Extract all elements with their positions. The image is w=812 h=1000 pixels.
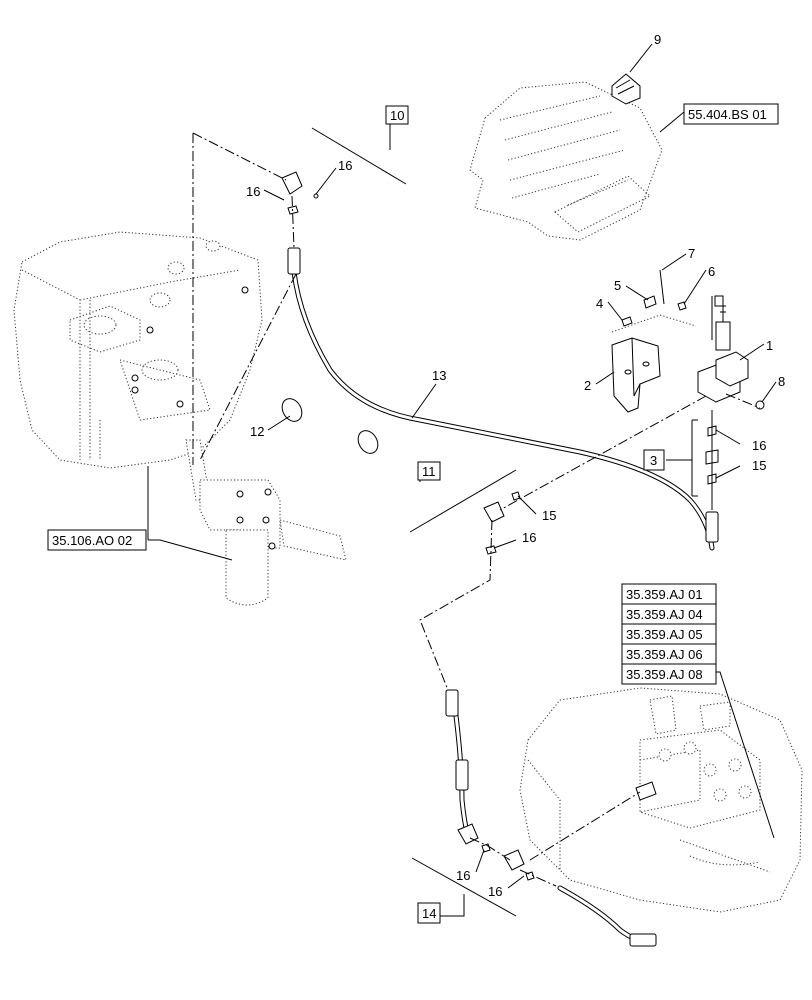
ref-35359-label-3: 35.359.AJ 06 [626, 647, 703, 662]
ref-35359-label-2: 35.359.AJ 05 [626, 627, 703, 642]
callout-12: 12 [250, 424, 264, 439]
callout-2: 2 [584, 378, 591, 393]
callout-6: 6 [708, 264, 715, 279]
callout-box-3 [643, 449, 665, 471]
parts-4-5-6-7-8-hardware [611, 269, 765, 410]
part-9-switch [611, 43, 653, 105]
ref-box-35106 [47, 529, 147, 551]
callout-16c: 16 [752, 438, 766, 453]
callout-4: 4 [596, 296, 603, 311]
callout-box-14 [417, 902, 441, 924]
part-2-bracket [611, 337, 661, 413]
callout-numbers: 1 2 4 5 6 7 8 9 12 13 15 15 16 16 16 16 … [246, 32, 785, 899]
part-14-hose [445, 689, 657, 947]
ref-35359-label-1: 35.359.AJ 04 [626, 607, 703, 622]
tank-assembly-illustration [13, 231, 347, 606]
callout-11: 11 [422, 464, 436, 479]
callout-16f: 16 [488, 884, 502, 899]
callout-16a: 16 [246, 184, 260, 199]
callout-13: 13 [432, 368, 446, 383]
ref-box-35359-4 [621, 663, 717, 685]
callout-1: 1 [766, 338, 773, 353]
ref-box-55404 [683, 103, 779, 125]
ref-35359-label-4: 35.359.AJ 08 [626, 667, 703, 682]
control-valve-illustration [519, 687, 803, 913]
callout-16b: 16 [338, 158, 352, 173]
callout-box-11 [417, 461, 441, 481]
ref-35106-label: 35.106.AO 02 [52, 533, 132, 548]
callout-10: 10 [390, 108, 404, 123]
callout-9: 9 [654, 32, 661, 47]
callout-box-10 [385, 105, 409, 125]
boxed-callouts: 10 11 3 14 [385, 105, 665, 924]
part-3-fitting-group [705, 410, 719, 510]
callout-15b: 15 [542, 508, 556, 523]
callout-7: 7 [688, 246, 695, 261]
part-1-solenoid-valve [697, 295, 749, 403]
callout-5: 5 [614, 278, 621, 293]
ref-35359-label-0: 35.359.AJ 01 [626, 587, 703, 602]
reference-boxes: 55.404.BS 01 35.106.AO 02 35.359.AJ 01 3… [47, 103, 779, 685]
callout-3: 3 [650, 453, 657, 468]
fittings [281, 171, 535, 881]
callout-16d: 16 [522, 530, 536, 545]
centerlines [192, 132, 761, 887]
callout-15a: 15 [752, 458, 766, 473]
callout-8: 8 [778, 374, 785, 389]
part-13-hose [287, 247, 719, 551]
control-console-illustration [469, 81, 663, 241]
callout-16e: 16 [456, 868, 470, 883]
ref-55404-label: 55.404.BS 01 [688, 107, 767, 122]
callout-14: 14 [422, 906, 436, 921]
